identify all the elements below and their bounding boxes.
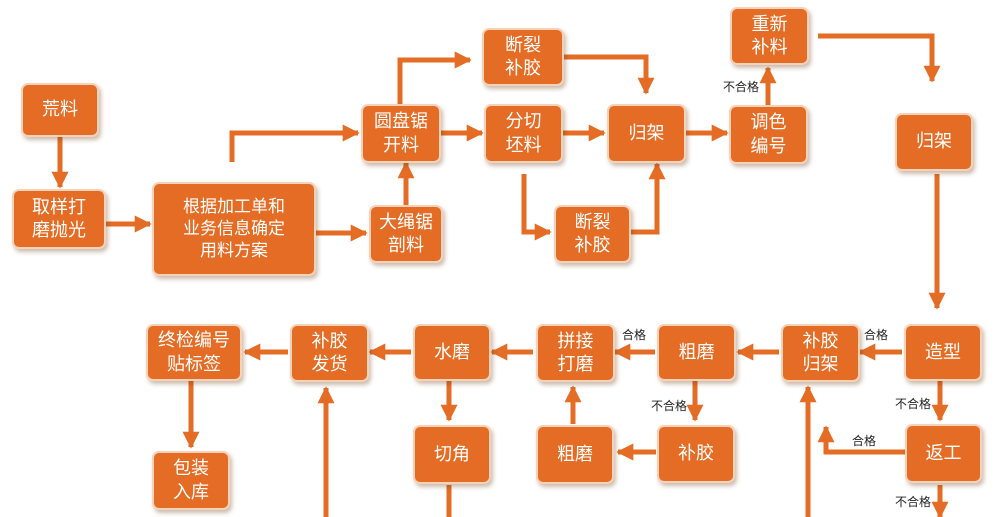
node-rework: 返工 bbox=[905, 424, 982, 483]
node-glue-ship: 补胶 发货 bbox=[290, 324, 369, 382]
node-cut-corner: 切角 bbox=[413, 425, 491, 484]
node-raw: 荒料 bbox=[21, 83, 99, 137]
node-glue: 补胶 bbox=[657, 425, 735, 483]
node-disc-saw: 圆盘锯 开料 bbox=[361, 104, 441, 163]
node-rack-1: 归架 bbox=[607, 104, 686, 163]
arrow-rebind-to-rack2 bbox=[818, 33, 941, 83]
node-glue-rack: 补胶 归架 bbox=[781, 324, 860, 382]
label-fail-rough: 不合格 bbox=[651, 399, 688, 413]
node-final-inspection: 终检编号 贴标签 bbox=[146, 324, 242, 381]
node-rack-2: 归架 bbox=[895, 113, 973, 171]
label-fail-tone: 不合格 bbox=[723, 80, 760, 94]
label-pass-rework: 合格 bbox=[852, 434, 877, 448]
arrow-discsaw-to-breaktop bbox=[397, 51, 472, 104]
node-rough-grind-1: 粗磨 bbox=[657, 324, 736, 381]
arrow-rework-to-gluerack bbox=[817, 425, 905, 455]
node-break-glue-bottom: 断裂 补胶 bbox=[554, 205, 631, 263]
node-rough-grind-2: 粗磨 bbox=[536, 425, 614, 484]
node-material-plan: 根据加工单和 业务信息确定 用料方案 bbox=[152, 182, 316, 276]
arrow-breakbottom-to-rack1 bbox=[631, 162, 666, 235]
arrow-plan-to-discsaw bbox=[229, 124, 360, 162]
node-rebind-material: 重新 补料 bbox=[730, 7, 809, 65]
node-break-glue-top: 断裂 补胶 bbox=[482, 28, 564, 86]
node-splice-polish: 拼接 打磨 bbox=[536, 324, 615, 382]
node-sample-polish: 取样打 磨抛光 bbox=[12, 189, 106, 249]
label-pass-shape: 合格 bbox=[864, 328, 889, 342]
arrow-split-to-breakbottom bbox=[521, 174, 552, 241]
arrow-breaktop-to-rack1 bbox=[564, 54, 655, 95]
node-wire-saw: 大绳锯 剖料 bbox=[369, 205, 443, 263]
node-tone-number: 调色 编号 bbox=[729, 105, 808, 164]
label-fail-rework: 不合格 bbox=[895, 495, 932, 509]
node-split-blank: 分切 坯料 bbox=[484, 104, 563, 163]
node-pack-store: 包装 入库 bbox=[152, 451, 230, 510]
node-water-grind: 水磨 bbox=[413, 324, 491, 381]
label-fail-shape: 不合格 bbox=[895, 397, 932, 411]
node-shape: 造型 bbox=[904, 324, 982, 381]
label-pass-rough: 合格 bbox=[622, 328, 647, 342]
